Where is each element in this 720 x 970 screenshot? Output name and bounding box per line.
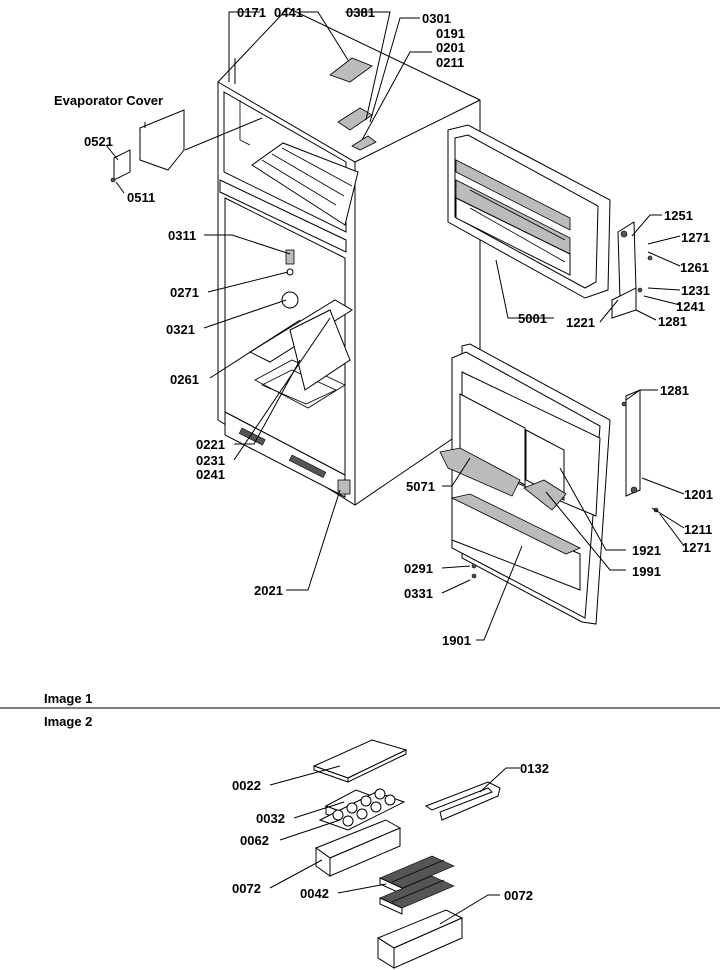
part-0291: 0291 — [404, 561, 433, 576]
part-0221: 0221 — [196, 437, 225, 452]
part-5001: 5001 — [518, 311, 547, 326]
part-1231: 1231 — [681, 283, 710, 298]
evaporator-cover-label: Evaporator Cover — [54, 93, 163, 108]
part-0132: 0132 — [520, 761, 549, 776]
part-1901: 1901 — [442, 633, 471, 648]
upper-hinge-drawing — [611, 221, 653, 319]
part-1251: 1251 — [664, 208, 693, 223]
part-1991: 1991 — [632, 564, 661, 579]
part-0241: 0241 — [196, 467, 225, 482]
part-1281-lower: 1281 — [660, 383, 689, 398]
part-0022: 0022 — [232, 778, 261, 793]
part-0062: 0062 — [240, 833, 269, 848]
part-0072-lower: 0072 — [504, 888, 533, 903]
part-0321: 0321 — [166, 322, 195, 337]
part-0521: 0521 — [84, 134, 113, 149]
part-0211: 0211 — [436, 55, 464, 70]
part-1271-lower: 1271 — [682, 540, 711, 555]
part-0261: 0261 — [170, 372, 199, 387]
part-2021: 2021 — [254, 583, 283, 598]
evaporator-cover-drawing — [110, 109, 263, 183]
part-0201: 0201 — [436, 40, 465, 55]
image1-title: Image 1 — [44, 691, 92, 706]
part-1921: 1921 — [632, 543, 661, 558]
part-1281-upper: 1281 — [658, 314, 687, 329]
part-0191: 0191 — [436, 26, 465, 41]
fresh-food-door-drawing — [439, 343, 611, 625]
part-1271-upper: 1271 — [681, 230, 710, 245]
part-0072-upper: 0072 — [232, 881, 261, 896]
part-0441: 0441 — [274, 5, 303, 20]
image1-labels: 0171 0441 0381 0301 0191 0201 0211 Evapo… — [54, 5, 713, 648]
image2-labels: 0022 0032 0062 0072 0132 0042 0072 — [232, 761, 549, 903]
part-1241: 1241 — [676, 299, 705, 314]
part-0381: 0381 — [346, 5, 375, 20]
part-0301: 0301 — [422, 11, 451, 26]
part-5071: 5071 — [406, 479, 435, 494]
freezer-door-drawing — [447, 124, 611, 299]
part-0271: 0271 — [170, 285, 199, 300]
image2-leader-lines — [269, 765, 520, 925]
cabinet-drawing — [217, 7, 481, 506]
part-1261: 1261 — [680, 260, 709, 275]
part-0511: 0511 — [127, 190, 155, 205]
part-0311: 0311 — [168, 228, 196, 243]
part-0042: 0042 — [300, 886, 329, 901]
part-0231: 0231 — [196, 453, 225, 468]
part-0331: 0331 — [404, 586, 433, 601]
part-1201: 1201 — [684, 487, 713, 502]
accessories-drawing — [312, 739, 501, 969]
part-1211: 1211 — [684, 522, 712, 537]
part-1221: 1221 — [566, 315, 595, 330]
image1-leader-lines — [105, 11, 685, 641]
lower-hinge-drawing — [471, 389, 659, 579]
part-0032: 0032 — [256, 811, 285, 826]
part-0171: 0171 — [237, 5, 266, 20]
image2-title: Image 2 — [44, 714, 92, 729]
